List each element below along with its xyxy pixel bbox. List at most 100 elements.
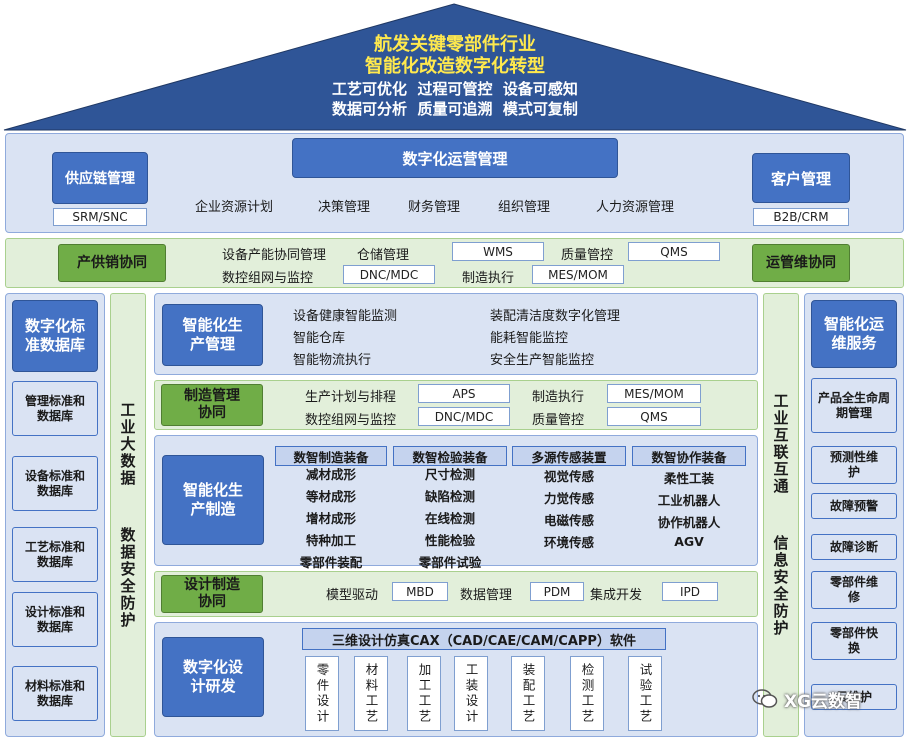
standards-db-item: 设备标准和数据库: [12, 456, 98, 511]
equip-item: 力觉传感: [543, 490, 594, 506]
service-item: 零部件维修: [811, 571, 897, 609]
quality-label: 质量管控: [532, 413, 585, 428]
ops-item: 组织管理: [498, 200, 551, 215]
qms-box: QMS: [607, 407, 701, 426]
ops-item: 决策管理: [318, 200, 371, 215]
equip-item: 缺陷检测: [424, 488, 475, 504]
equip-item: 视觉传感: [543, 468, 594, 484]
equip-item: 柔性工装: [663, 470, 714, 486]
mes-box: MES/MOM: [607, 384, 701, 403]
standards-db-title: 数字化标准数据库: [12, 300, 98, 372]
wms-box: WMS: [452, 242, 544, 261]
design-tool: 装配工艺: [511, 656, 545, 731]
service-item: 故障诊断: [811, 534, 897, 560]
equip-item: 增材成形: [305, 510, 356, 526]
watermark-text: XG云数智: [784, 691, 863, 712]
mes-box: MES/MOM: [532, 265, 624, 284]
service-item: 产品全生命周期管理: [811, 378, 897, 433]
equip-item: 零部件试验: [418, 554, 482, 570]
ops-item: 企业资源计划: [195, 200, 274, 215]
ops-item: 财务管理: [408, 200, 461, 215]
equip-column-header: 数智制造装备: [275, 446, 387, 466]
service-item: 预测性维护: [811, 446, 897, 484]
roof-title-1: 航发关键零部件行业: [374, 34, 536, 55]
supply-chain-sub: SRM/SNC: [53, 208, 147, 226]
dnc-box: DNC/MDC: [418, 407, 510, 426]
smart-prod-item: 装配清洁度数字化管理: [490, 309, 621, 324]
standards-db-item: 设计标准和数据库: [12, 592, 98, 647]
ipd-box: IPD: [662, 582, 718, 601]
cax-software-bar: 三维设计仿真CAX（CAD/CAE/CAM/CAPP）软件: [302, 628, 666, 650]
design-tool: 材料工艺: [354, 656, 388, 731]
watermark: XG云数智: [752, 684, 892, 714]
roof-title-2: 智能化改造数字化转型: [365, 56, 545, 77]
mfg-coop-title: 制造管理协同: [161, 384, 263, 426]
roof-slogan-2: 数据可分析 质量可追溯 模式可复制: [332, 99, 578, 118]
equip-item: AGV: [674, 533, 704, 549]
roof-slogan-1: 工艺可优化 过程可管控 设备可感知: [332, 79, 578, 98]
equip-item: 零部件装配: [299, 554, 363, 570]
service-item: 云维护: [811, 684, 897, 710]
design-rd-title: 数字化设计研发: [162, 637, 264, 717]
digital-ops-box: 数字化运营管理: [292, 138, 618, 178]
smart-prod-item: 设备健康智能监测: [293, 309, 398, 324]
industrial-iot-bar: 工业互联互通 信息安全防护: [763, 293, 799, 737]
equip-item: 性能检验: [424, 532, 475, 548]
equip-column-header: 多源传感装置: [512, 446, 626, 466]
warehouse-label: 仓储管理: [357, 248, 410, 263]
model-label: 模型驱动: [326, 588, 379, 603]
equip-item: 特种加工: [305, 532, 356, 548]
wechat-icon: [752, 689, 778, 708]
design-tool: 工装设计: [454, 656, 488, 731]
design-tool: 检测工艺: [570, 656, 604, 731]
aps-box: APS: [418, 384, 510, 403]
data-mgmt-label: 数据管理: [460, 588, 513, 603]
industrial-bigdata-bar: 工业大数据 数据安全防护: [110, 293, 146, 737]
ops-item: 人力资源管理: [596, 200, 675, 215]
equip-capacity-label: 设备产能协同管理: [222, 248, 327, 263]
psm-title: 产供销协同: [58, 244, 166, 282]
dnc-box: DNC/MDC: [343, 265, 435, 284]
smart-ops-service-title: 智能化运维服务: [811, 300, 897, 368]
exec-label: 制造执行: [462, 271, 515, 286]
ops-coop-title: 运管维协同: [752, 244, 850, 282]
design-coop-title: 设计制造协同: [161, 575, 263, 613]
equip-item: 等材成形: [305, 488, 356, 504]
dnc-label: 数控组网与监控: [305, 413, 397, 428]
smart-prod-item: 智能物流执行: [293, 353, 372, 368]
equip-item: 电磁传感: [543, 512, 594, 528]
design-tool: 零件设计: [305, 656, 339, 731]
roof: [3, 3, 907, 131]
design-tool: 加工工艺: [407, 656, 441, 731]
equip-column-header: 数智协作装备: [632, 446, 746, 466]
quality-label: 质量管控: [561, 248, 614, 263]
service-item: 零部件快换: [811, 622, 897, 660]
standards-db-item: 工艺标准和数据库: [12, 527, 98, 582]
integ-label: 集成开发: [590, 588, 643, 603]
equip-item: 尺寸检测: [424, 466, 475, 482]
qms-box: QMS: [628, 242, 720, 261]
equip-item: 减材成形: [305, 466, 356, 482]
equip-column-items: 尺寸检测 缺陷检测 在线检测 性能检验 零部件试验: [393, 467, 507, 570]
plan-label: 生产计划与排程: [305, 390, 397, 405]
smart-prod-item: 安全生产智能监控: [490, 353, 595, 368]
equip-item: 环境传感: [543, 534, 594, 550]
smart-prod-title: 智能化生产管理: [162, 304, 263, 366]
mbd-box: MBD: [392, 582, 448, 601]
smart-prod-item: 智能仓库: [293, 331, 346, 346]
service-item: 故障预警: [811, 493, 897, 519]
supply-chain-box: 供应链管理: [52, 152, 148, 204]
standards-db-item: 管理标准和数据库: [12, 381, 98, 436]
dnc-label: 数控组网与监控: [222, 271, 314, 286]
equip-column-items: 视觉传感 力觉传感 电磁传感 环境传感: [512, 469, 626, 550]
pdm-box: PDM: [530, 582, 584, 601]
customer-box: 客户管理: [752, 153, 850, 203]
customer-sub: B2B/CRM: [753, 208, 849, 226]
exec-label: 制造执行: [532, 390, 585, 405]
equip-item: 在线检测: [424, 510, 475, 526]
equip-column-items: 减材成形 等材成形 增材成形 特种加工 零部件装配: [275, 467, 387, 570]
equip-item: 协作机器人: [657, 514, 721, 530]
equip-column-items: 柔性工装 工业机器人 协作机器人 AGV: [632, 471, 746, 549]
equip-item: 工业机器人: [657, 492, 721, 508]
smart-mfg-title: 智能化生产制造: [162, 455, 264, 545]
